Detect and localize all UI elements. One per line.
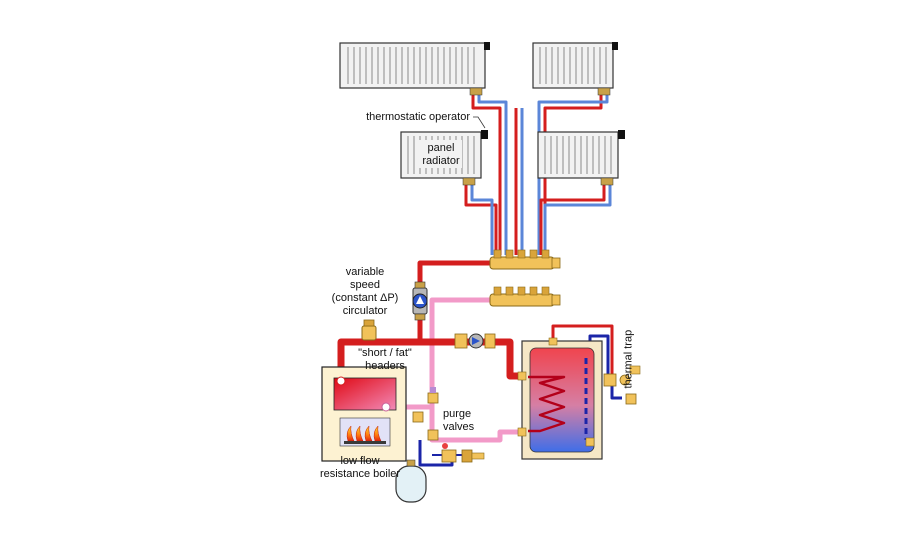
radiator-piping (464, 94, 612, 255)
headers-label-line1: "short / fat" (358, 347, 412, 359)
thermostatic-operator-leader (473, 116, 486, 129)
thermostatic-operator-label: thermostatic operator (366, 111, 470, 123)
supply-pipe (539, 180, 606, 255)
panel-radiator-top-left (339, 42, 490, 96)
circulator-label-line2: speed (350, 279, 380, 291)
supply-pipe (471, 94, 502, 255)
purge-valves-label-line1: purge (443, 408, 472, 420)
return-pipe (543, 180, 612, 255)
boiler-label-line2: resistance boiler (319, 468, 401, 480)
expansion-tank (395, 459, 427, 503)
panel-radiator-middle-left (400, 130, 488, 186)
purge-valves-label-line2: valves (443, 421, 475, 433)
circulator-label: variable speed (constant ΔP) circulator (320, 266, 410, 318)
main-piping (337, 260, 622, 470)
panel-radiator-middle-right (537, 130, 625, 186)
fill-valve-assembly (441, 443, 485, 463)
panel-radiator-top-right (532, 42, 618, 96)
air-vent (361, 319, 377, 341)
indirect-water-heater (517, 337, 603, 460)
burner-flames (346, 425, 382, 442)
headers-label: "short / fat" headers (340, 347, 430, 373)
panel-radiator-label-line1: panel (427, 142, 455, 154)
heat-exchanger-coil (528, 375, 566, 433)
circulator-label-line1: variable (345, 266, 385, 278)
circulator-label-line3: (constant ΔP) (331, 292, 399, 304)
boiler-label: low flow resistance boiler (300, 455, 420, 481)
return-pipe (470, 180, 494, 255)
circulator-label-line4: circulator (342, 305, 388, 317)
tank-loop-circulator (454, 333, 496, 349)
purge-valves-label: purge valves (443, 408, 493, 434)
main-return-pipe (429, 297, 520, 443)
boiler (321, 366, 407, 462)
supply-manifold (489, 249, 561, 270)
panel-radiator-label-line2: radiator (422, 155, 460, 167)
return-manifold (489, 286, 561, 307)
purge-valves (412, 387, 439, 441)
tempering-valve (603, 365, 641, 405)
supply-pipe (464, 180, 498, 255)
thermal-trap-label: thermal trap (622, 329, 635, 389)
panel-radiator-label: panel radiator (411, 142, 471, 168)
return-pipe (477, 94, 508, 255)
circulator-pump (412, 281, 428, 321)
headers-label-line2: headers (365, 360, 405, 372)
boiler-label-line1: low flow (340, 455, 380, 467)
